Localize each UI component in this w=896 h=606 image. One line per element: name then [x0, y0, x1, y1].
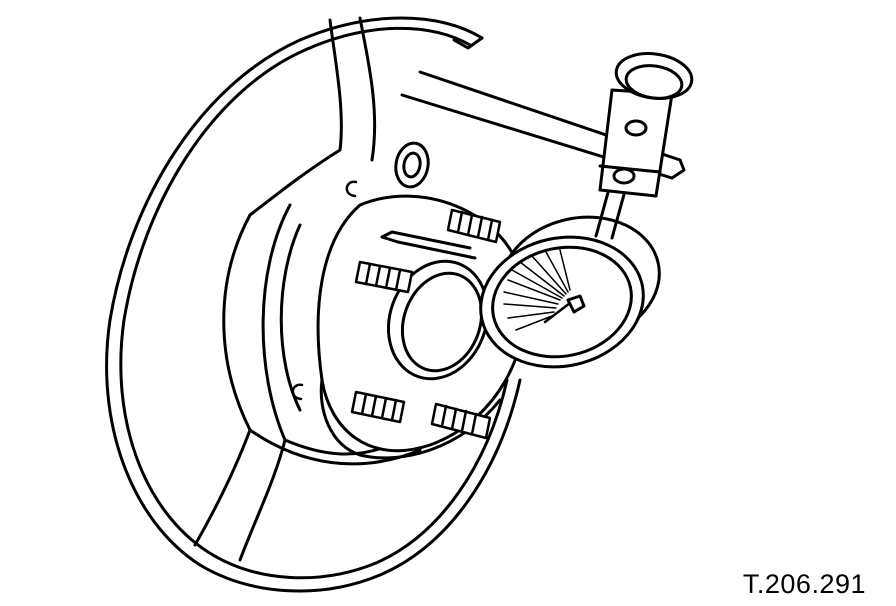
figure-reference-code: T.206.291 [742, 569, 866, 599]
wheel-stud [350, 208, 502, 440]
dial-indicator-clamp [598, 52, 694, 198]
dial-indicator [380, 176, 661, 369]
brake-disc-dust-shield [105, 16, 522, 593]
wheel-hub [316, 141, 527, 460]
